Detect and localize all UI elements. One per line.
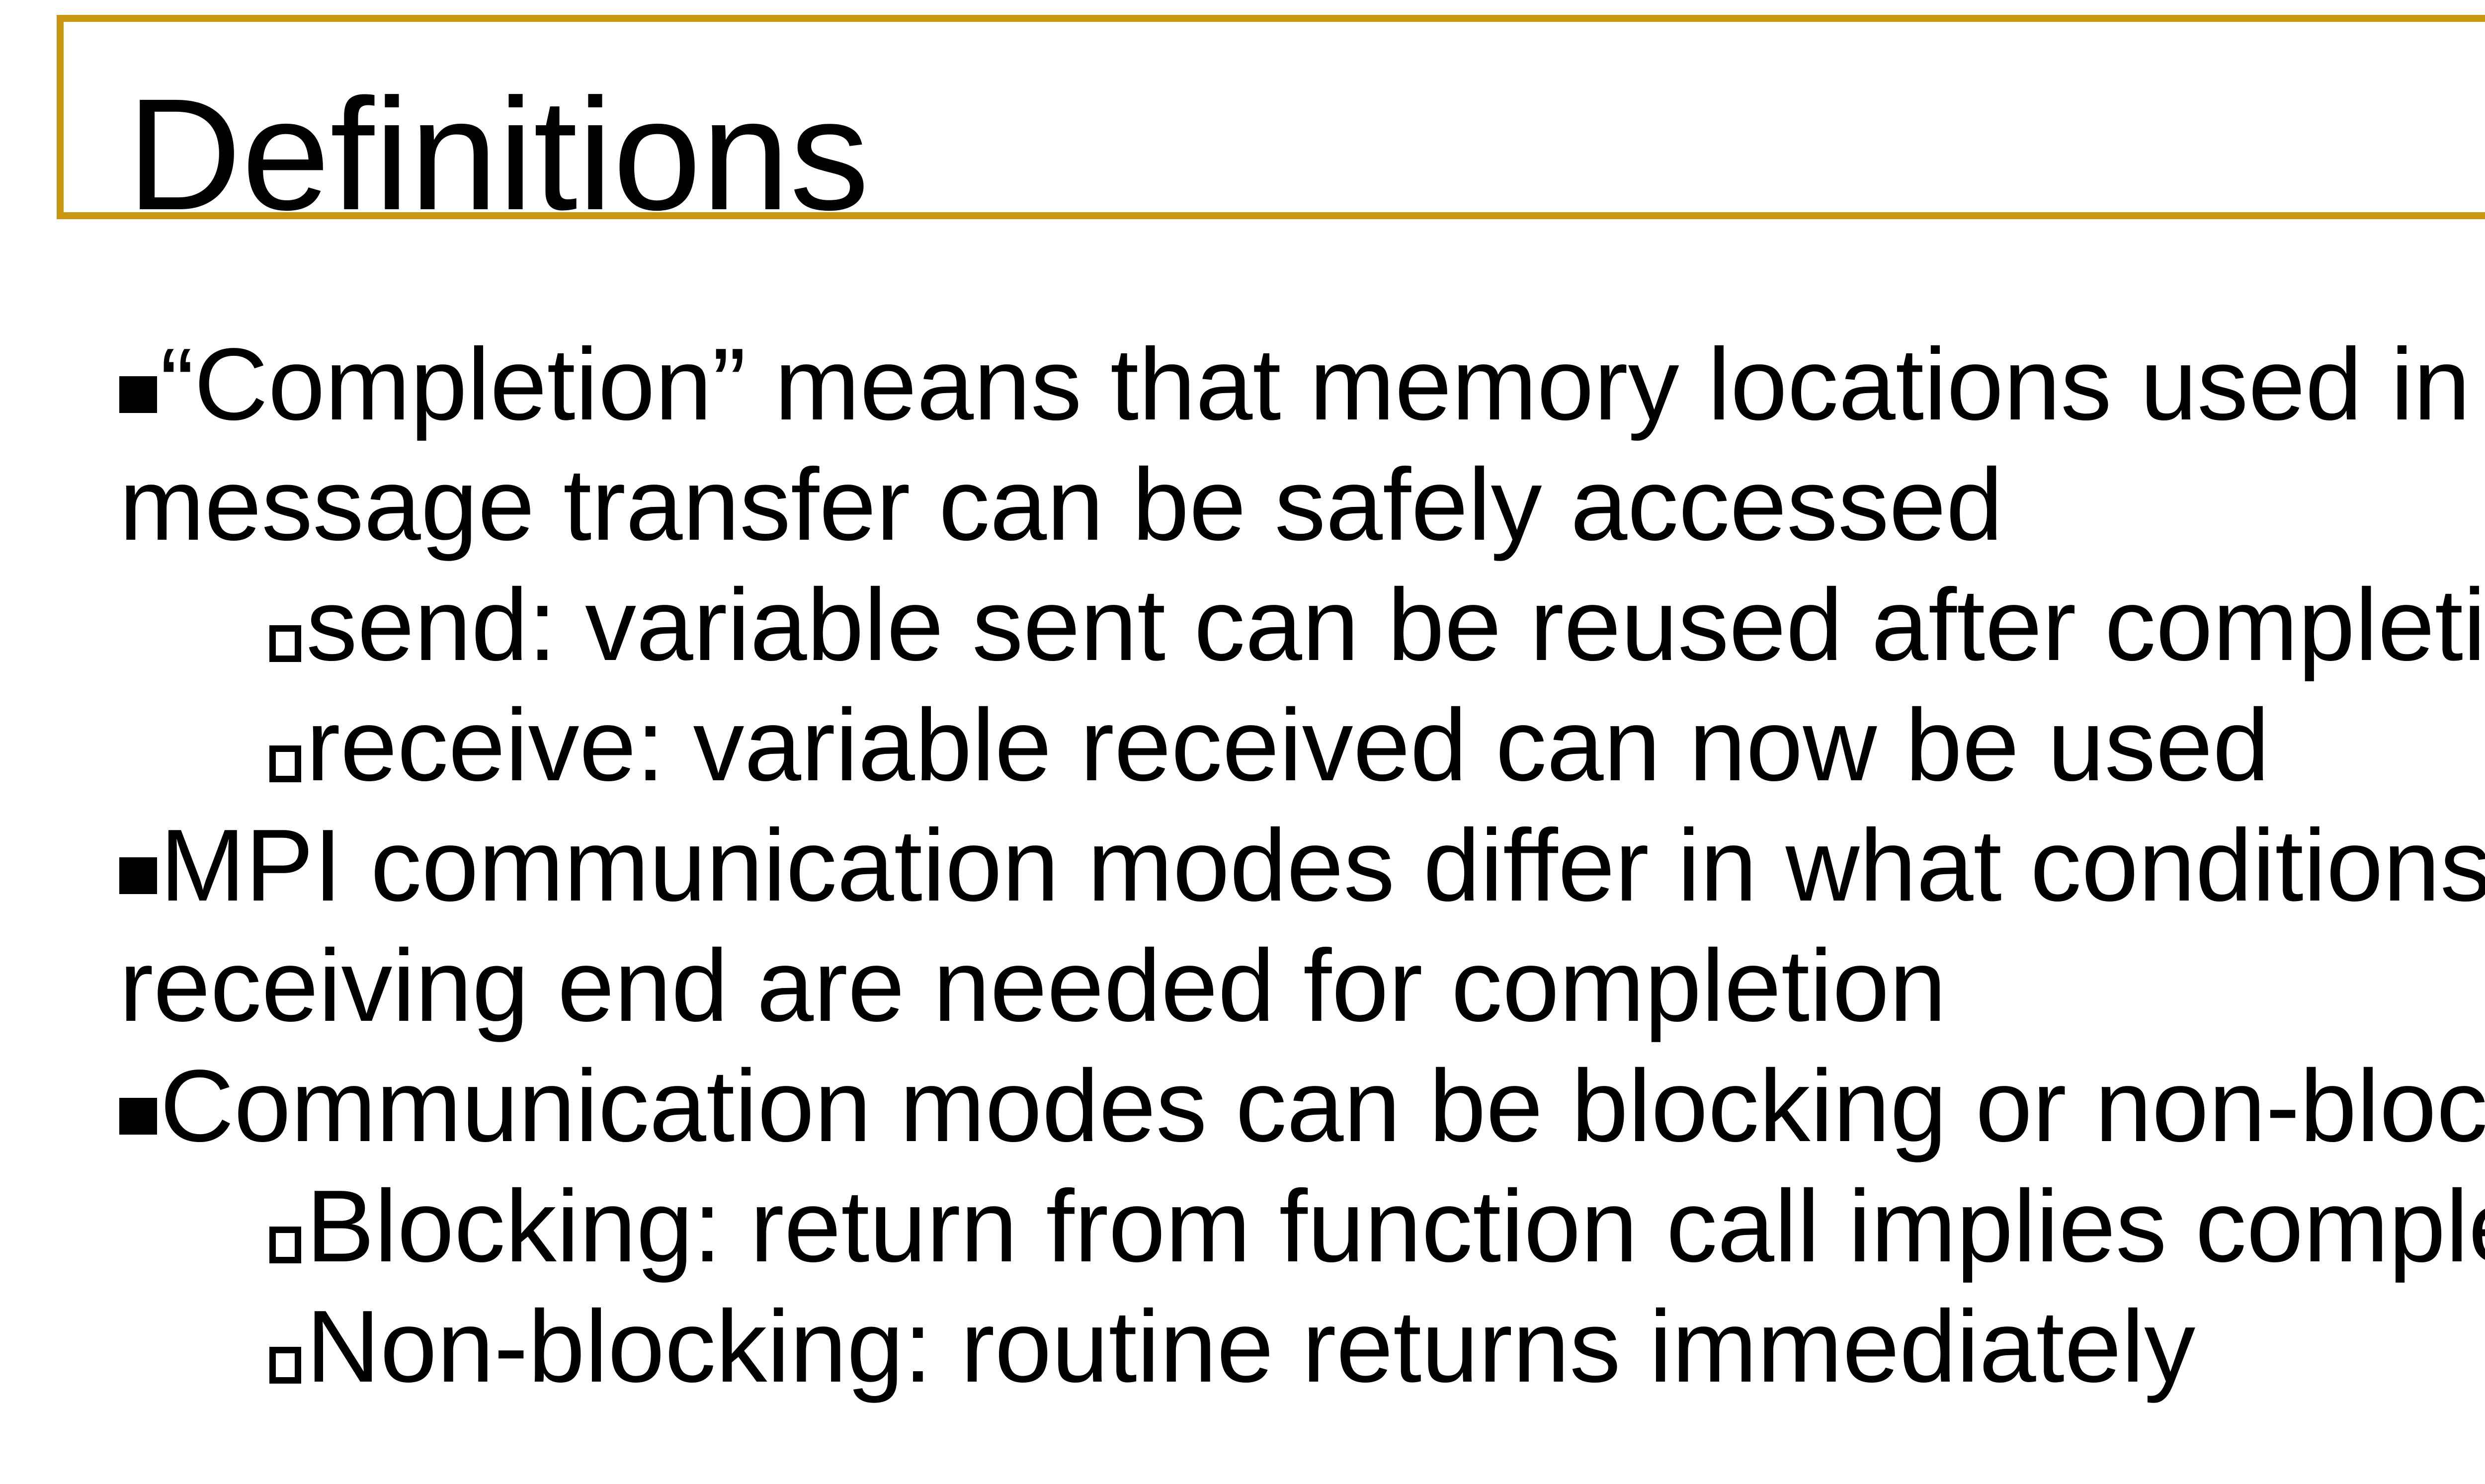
page-title: Definitions <box>127 65 870 243</box>
list-item-text: message transfer can be safely accessed <box>119 447 2003 562</box>
list-item-text: MPI communication modes differ in what c… <box>160 808 2485 922</box>
filled-square-bullet-icon <box>119 376 157 413</box>
open-square-bullet-icon <box>269 1227 301 1263</box>
list-item-text: receiving end are needed for completion <box>119 928 1947 1043</box>
list-item: Blocking: return from function call impl… <box>119 1166 2485 1286</box>
open-square-bullet-icon <box>269 625 301 662</box>
list-item-continuation: message transfer can be safely accessed <box>119 444 2485 565</box>
filled-square-bullet-icon <box>119 857 157 894</box>
title-box <box>57 15 2485 219</box>
list-item-continuation: receiving end are needed for completion <box>119 925 2485 1046</box>
list-item: MPI communication modes differ in what c… <box>119 805 2485 925</box>
list-item-text: Non-blocking: routine returns immediatel… <box>306 1289 2196 1403</box>
bullet-list: “Completion” means that memory locations… <box>119 324 2485 1406</box>
open-square-bullet-icon <box>269 745 301 782</box>
list-item-text: “Completion” means that memory locations… <box>160 327 2485 441</box>
list-item: Communication modes can be blocking or n… <box>119 1046 2485 1166</box>
list-item: send: variable sent can be reused after … <box>119 565 2485 685</box>
list-item: “Completion” means that memory locations… <box>119 324 2485 444</box>
list-item-text: send: variable sent can be reused after … <box>306 568 2485 682</box>
list-item: Non-blocking: routine returns immediatel… <box>119 1286 2485 1406</box>
list-item: receive: variable received can now be us… <box>119 685 2485 805</box>
list-item-text: Communication modes can be blocking or n… <box>160 1049 2485 1163</box>
filled-square-bullet-icon <box>119 1098 157 1135</box>
list-item-text: Blocking: return from function call impl… <box>306 1169 2485 1283</box>
list-item-text: receive: variable received can now be us… <box>306 688 2270 802</box>
open-square-bullet-icon <box>269 1347 301 1384</box>
